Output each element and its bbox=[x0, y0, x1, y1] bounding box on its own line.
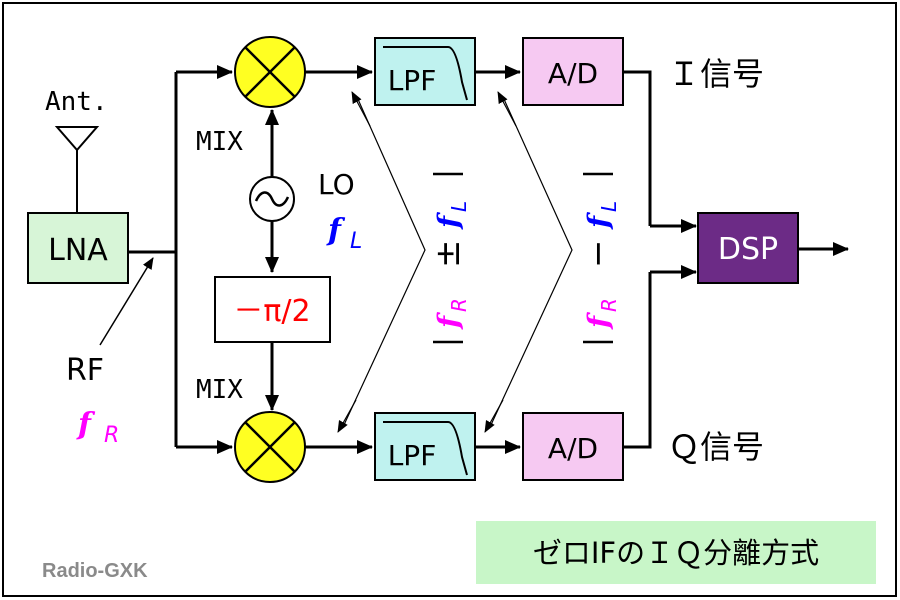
sum-arrow-bottom bbox=[337, 399, 357, 433]
spectrum-pointer-lines bbox=[342, 96, 573, 428]
lna-label: LNA bbox=[48, 233, 108, 268]
freq-sum-f2: f bbox=[432, 211, 465, 230]
rf-freq-subscript: R bbox=[104, 423, 119, 448]
freq-diff-op: − bbox=[578, 240, 618, 269]
lo-freq-symbol: f bbox=[326, 213, 346, 248]
adc-top-label: A/D bbox=[548, 57, 598, 90]
title-label: ゼロIFのＩＱ分離方式 bbox=[533, 536, 819, 570]
adc-bottom-block bbox=[522, 412, 624, 481]
adc-bottom-label: A/D bbox=[548, 432, 598, 465]
lpf-top-block bbox=[374, 37, 476, 106]
diff-arrow-bottom bbox=[484, 399, 504, 433]
mixer-bottom-label: MIX bbox=[196, 375, 243, 405]
freq-sum-op: ± bbox=[428, 240, 468, 269]
freq-sum-sub2: L bbox=[447, 201, 471, 212]
diff-arrow-top bbox=[497, 91, 517, 127]
freq-sum-sub1: R bbox=[447, 298, 471, 312]
dsp-block bbox=[697, 212, 799, 284]
freq-diff-sub1: R bbox=[597, 298, 621, 312]
antenna-symbol bbox=[54, 126, 100, 213]
lo-freq-subscript: L bbox=[350, 229, 362, 254]
lna-split-bus bbox=[128, 72, 178, 447]
mixer-top-label: MIX bbox=[196, 127, 243, 157]
rf-freq-symbol: f bbox=[76, 407, 96, 442]
watermark-label: Radio-GXK bbox=[42, 560, 148, 582]
output-i-label: Ｉ信号 bbox=[668, 55, 764, 93]
lo-label: LO bbox=[318, 168, 355, 201]
phase-shifter-block bbox=[214, 276, 331, 343]
title-box bbox=[476, 521, 876, 584]
lpf-bottom-response-icon bbox=[383, 421, 468, 476]
dsp-label: DSP bbox=[718, 232, 778, 267]
rf-label: RF bbox=[66, 353, 104, 388]
freq-diff-sub2: L bbox=[597, 201, 621, 212]
output-q-label: Ｑ信号 bbox=[668, 428, 764, 466]
lpf-bottom-block bbox=[374, 412, 476, 481]
mixer-bottom bbox=[234, 411, 306, 483]
freq-sum-f1: f bbox=[432, 311, 465, 330]
lpf-top-label: LPF bbox=[388, 64, 437, 97]
lpf-bottom-label: LPF bbox=[388, 439, 437, 472]
adc-to-dsp-wires bbox=[623, 70, 652, 449]
adc-top-block bbox=[522, 37, 624, 106]
freq-diff-f1: f bbox=[582, 311, 615, 330]
antenna-label: Ant. bbox=[45, 87, 108, 117]
sum-arrow-top bbox=[351, 91, 371, 127]
freq-sum-expression: f R ± f L bbox=[428, 172, 471, 344]
lna-block bbox=[27, 212, 129, 284]
freq-diff-f2: f bbox=[582, 211, 615, 230]
phase-shifter-label: －π/2 bbox=[233, 294, 310, 329]
rf-pointer-arrow bbox=[99, 257, 154, 346]
lpf-top-response-icon bbox=[383, 46, 468, 101]
lo-oscillator bbox=[249, 176, 295, 222]
mixer-top bbox=[234, 36, 306, 108]
freq-diff-expression: f R − f L bbox=[578, 172, 621, 344]
